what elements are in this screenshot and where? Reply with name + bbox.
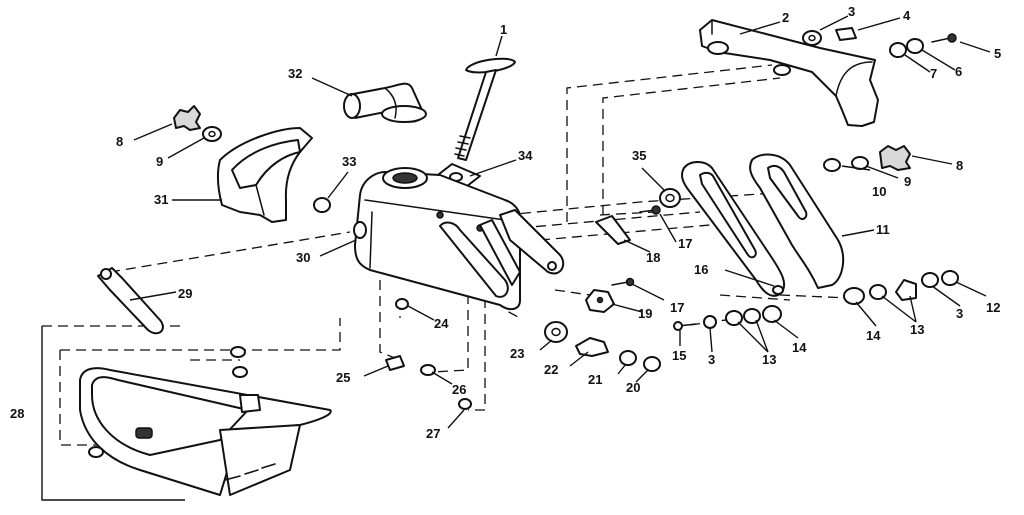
screw-icon <box>625 277 635 287</box>
shield-part-31 <box>216 127 313 223</box>
screw-icon <box>385 355 405 371</box>
callout-23: 23 <box>510 346 524 361</box>
washer-icon <box>619 350 637 366</box>
washer-part-35 <box>659 188 681 208</box>
knob-left <box>173 105 222 142</box>
assembly-dash-lines <box>42 64 851 446</box>
callout-14-right: 14 <box>866 328 881 343</box>
callout-25: 25 <box>336 370 350 385</box>
leader-lines <box>129 15 991 429</box>
callout-8-right: 8 <box>956 158 963 173</box>
washer-icon <box>843 287 865 305</box>
callout-19: 19 <box>638 306 652 321</box>
washer-part-33 <box>313 197 331 213</box>
washer-icon <box>643 356 661 372</box>
knob-right <box>823 145 911 172</box>
callout-labels: 1 2 3 4 5 6 7 8 8 9 9 10 11 12 13 13 3 3… <box>10 4 1001 441</box>
bracket-part-2 <box>699 19 879 127</box>
star-knob-icon <box>173 105 201 131</box>
slotted-arm-part-16 <box>681 161 786 297</box>
washer-icon <box>889 42 907 58</box>
callout-15: 15 <box>672 348 686 363</box>
guard-part-28 <box>79 346 332 496</box>
washer-icon <box>869 284 887 300</box>
callout-21: 21 <box>588 372 602 387</box>
callout-34: 34 <box>518 148 533 163</box>
callout-24: 24 <box>434 316 449 331</box>
washer-icon <box>921 272 939 288</box>
washer-icon <box>420 364 436 376</box>
hardware-17-18 <box>595 205 661 287</box>
callout-10: 10 <box>872 184 886 199</box>
callout-28: 28 <box>10 406 24 421</box>
callout-32: 32 <box>288 66 302 81</box>
washer-icon <box>313 197 331 213</box>
star-knob-icon <box>879 145 911 171</box>
screw-icon <box>673 321 683 331</box>
hardware-24-27 <box>385 298 472 410</box>
callout-4: 4 <box>903 8 911 23</box>
callout-9-right: 9 <box>904 174 911 189</box>
callout-16: 16 <box>694 262 708 277</box>
callout-12: 12 <box>986 300 1000 315</box>
callout-8-left: 8 <box>116 134 123 149</box>
callout-29: 29 <box>178 286 192 301</box>
callout-20: 20 <box>626 380 640 395</box>
washer-icon <box>762 305 782 323</box>
washer-icon <box>906 38 924 54</box>
washer-icon <box>941 270 959 286</box>
callout-2: 2 <box>782 10 789 25</box>
callout-17-bottom: 17 <box>670 300 684 315</box>
callout-31: 31 <box>154 192 168 207</box>
screw-icon <box>835 27 857 41</box>
callout-22: 22 <box>544 362 558 377</box>
washer-icon <box>458 398 472 410</box>
callout-27: 27 <box>426 426 440 441</box>
hardware-20-23 <box>544 321 661 372</box>
hardware-right <box>843 270 959 305</box>
callout-13-middle: 13 <box>762 352 776 367</box>
screw-icon <box>947 33 957 43</box>
washer-icon <box>743 308 761 324</box>
slotted-arm-part-11 <box>749 153 845 289</box>
handle-part-29 <box>97 267 164 335</box>
washer-icon <box>659 188 681 208</box>
washer-icon <box>202 126 222 142</box>
guard-bracket-line <box>41 326 185 501</box>
washer-icon <box>725 310 743 326</box>
callout-14-middle: 14 <box>792 340 807 355</box>
callout-3: 3 <box>848 4 855 19</box>
hardware-top-right <box>802 27 957 58</box>
washer-icon <box>395 298 409 310</box>
washer-icon <box>703 315 717 329</box>
callout-17-top: 17 <box>678 236 692 251</box>
bracket-part-19 <box>585 289 615 313</box>
callout-30: 30 <box>296 250 310 265</box>
callout-9-left: 9 <box>156 154 163 169</box>
callout-3-middle: 3 <box>708 352 715 367</box>
callout-26: 26 <box>452 382 466 397</box>
washer-icon <box>823 158 841 172</box>
hardware-middle <box>673 305 782 331</box>
housing-part-30 <box>353 167 565 311</box>
callout-13-right: 13 <box>910 322 924 337</box>
bolt-part-1 <box>454 57 516 161</box>
screw-icon <box>651 205 661 215</box>
callout-1: 1 <box>500 22 507 37</box>
callout-6: 6 <box>955 64 962 79</box>
callout-5: 5 <box>994 46 1001 61</box>
callout-35: 35 <box>632 148 646 163</box>
washer-icon <box>802 30 822 46</box>
callout-18: 18 <box>646 250 660 265</box>
callout-11: 11 <box>876 222 890 237</box>
callout-3-right: 3 <box>956 306 963 321</box>
callout-33: 33 <box>342 154 356 169</box>
washer-icon <box>544 321 568 343</box>
elbow-part-32 <box>343 82 427 123</box>
callout-7: 7 <box>930 66 937 81</box>
